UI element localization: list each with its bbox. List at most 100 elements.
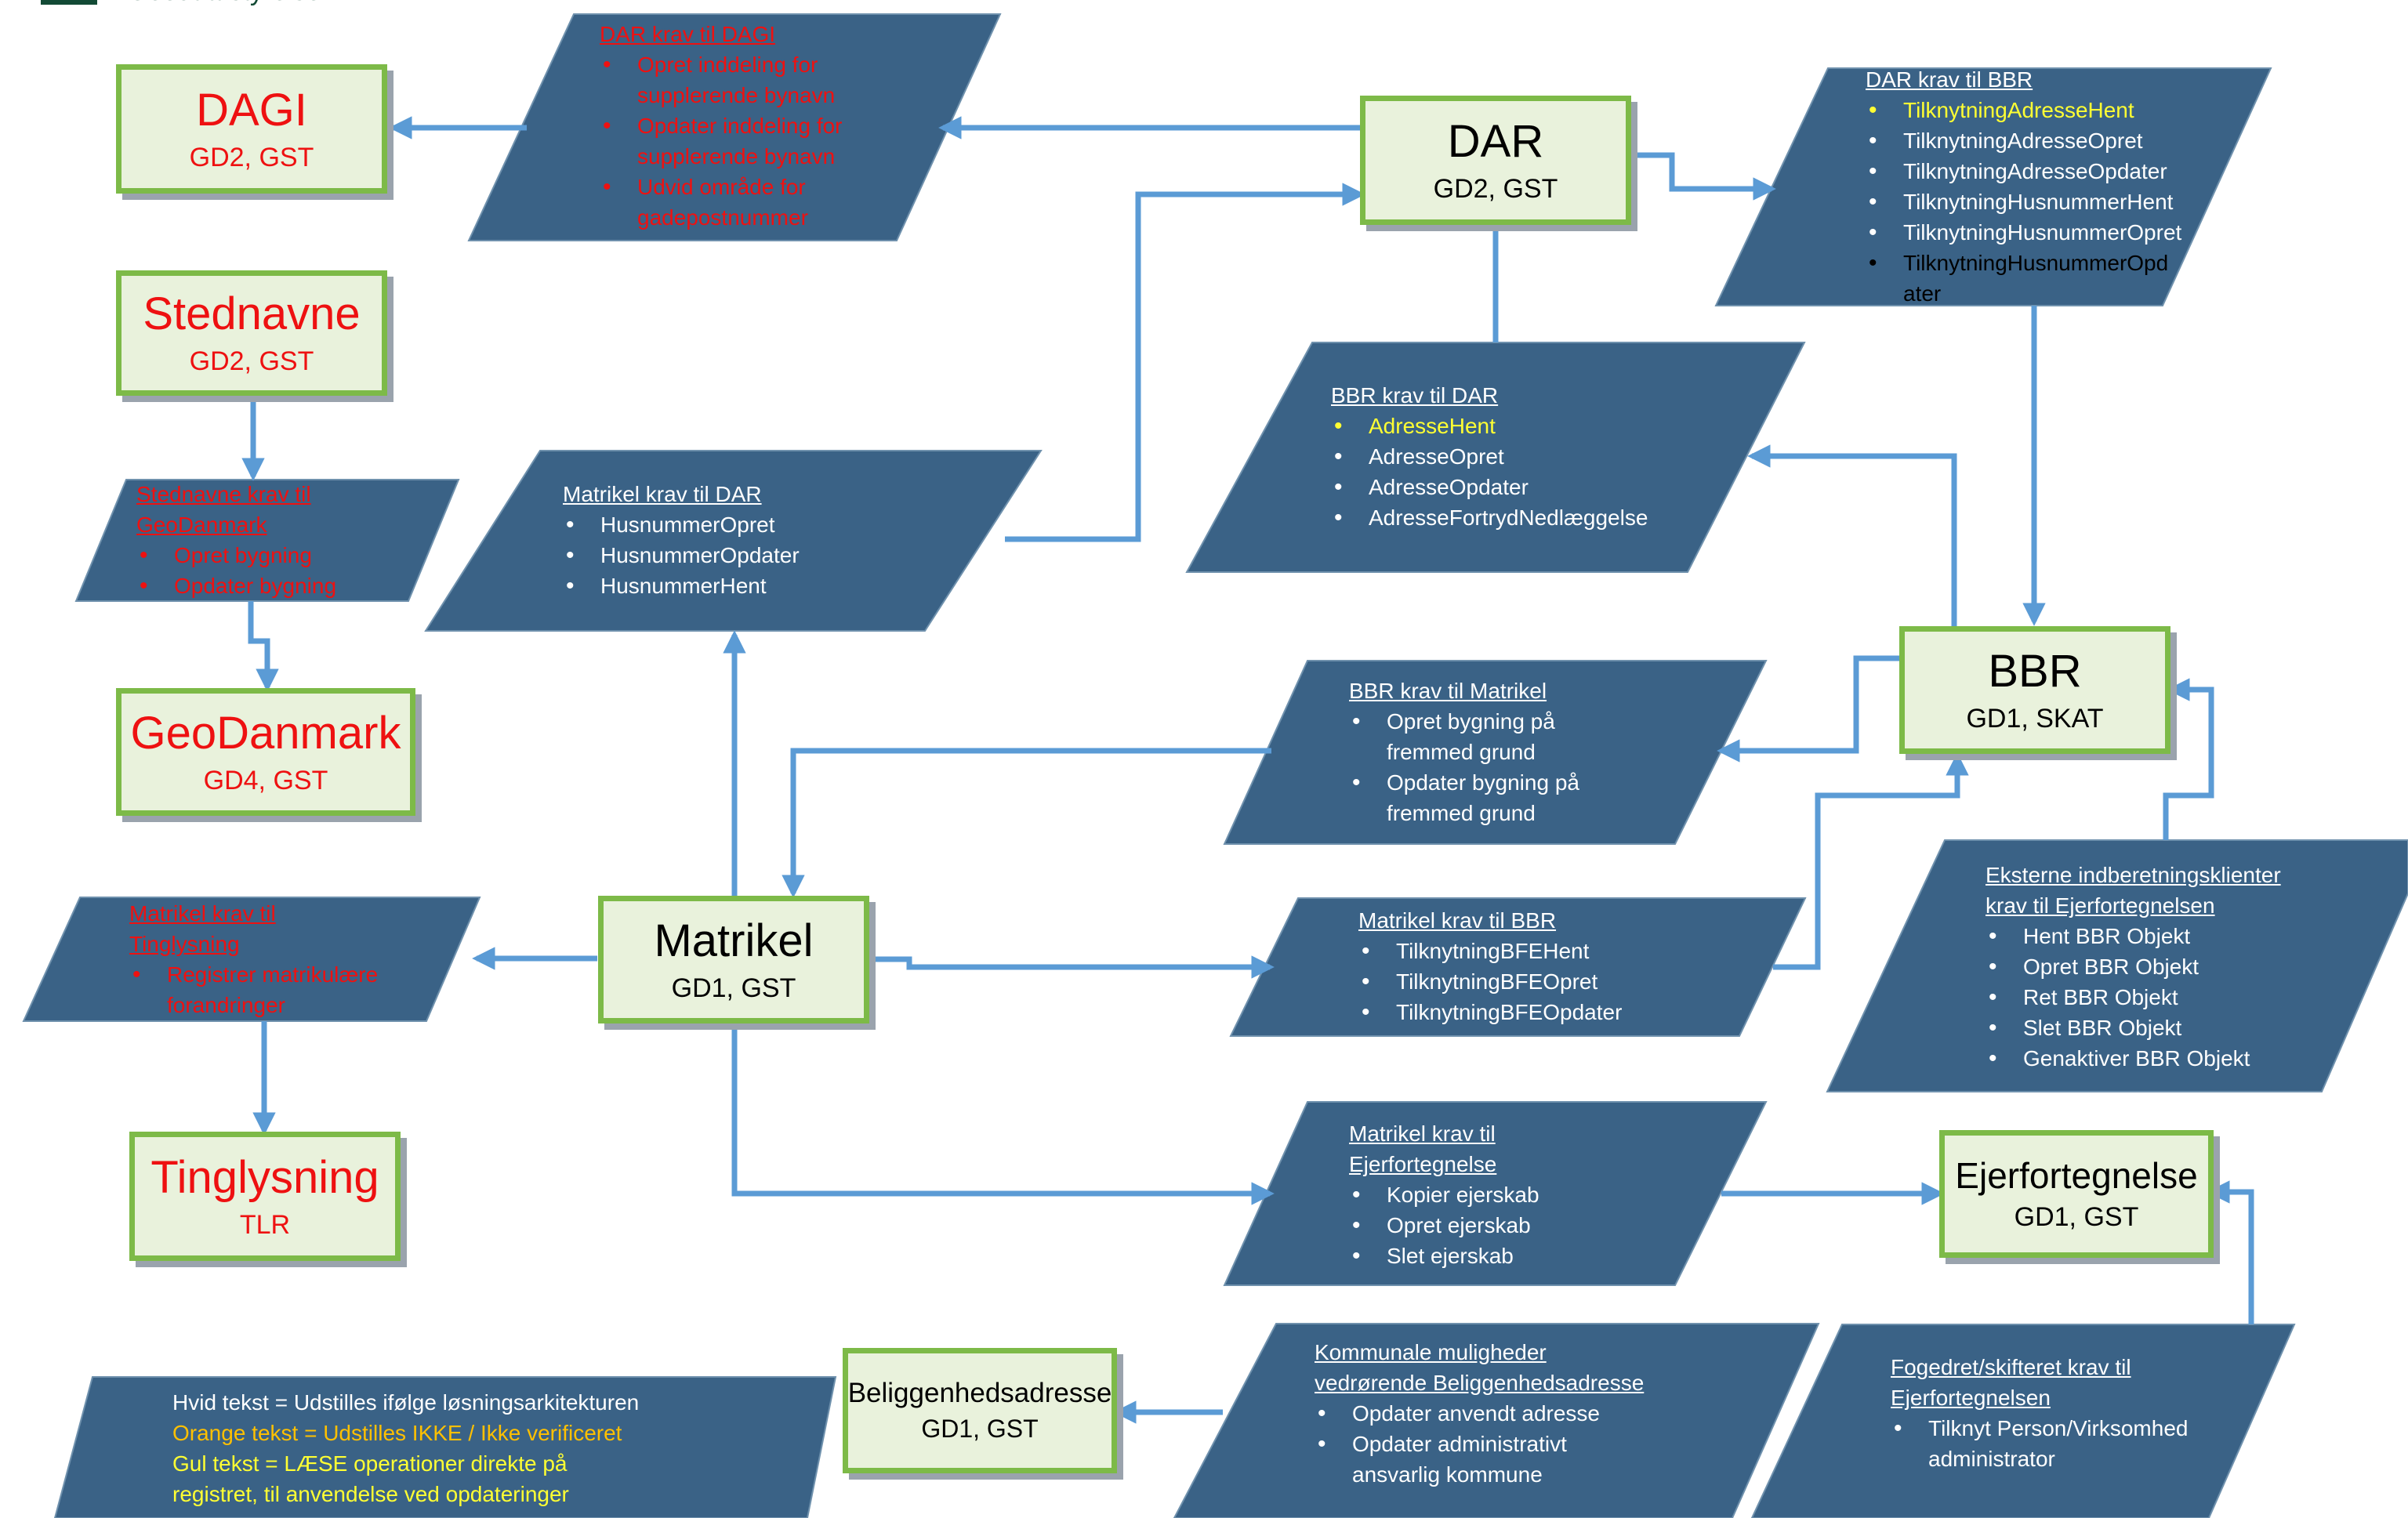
- req-eksterne: Eksterne indberetningsklienter krav til …: [1986, 860, 2330, 1074]
- arrow-matrikel-bbr-to-bbr: [1773, 752, 1969, 970]
- req-item: Registrer matrikulære forandringer: [129, 959, 402, 1020]
- geodatastyrelsen-logo: Geodatastyrelsen: [41, 0, 393, 8]
- req-matrikel-dar: Matrikel krav til DAR HusnummerOpret Hus…: [563, 479, 892, 601]
- req-kommunale: Kommunale muligheder vedrørende Beliggen…: [1315, 1337, 1659, 1490]
- system-subtitle: GD1, SKAT: [1966, 703, 2104, 734]
- logo-mark-icon: [41, 0, 97, 5]
- system-title: Ejerfortegnelse: [1955, 1154, 2198, 1196]
- req-heading: Matrikel krav til DAR: [563, 482, 762, 506]
- req-matrikel-tinglysning: Matrikel krav til Tinglysning Registrer …: [129, 898, 427, 1020]
- req-heading: Fogedret/skifteret krav til Ejerfortegne…: [1891, 1355, 2131, 1410]
- req-item: Slet BBR Objekt: [1986, 1013, 2330, 1043]
- req-item: Tilknyt Person/Virksomhed administrator: [1891, 1413, 2226, 1474]
- system-subtitle: GD2, GST: [1433, 173, 1558, 204]
- req-item: AdresseOpret: [1331, 441, 1692, 472]
- system-subtitle: TLR: [239, 1209, 291, 1240]
- req-item: TilknytningBFEOpdater: [1358, 997, 1672, 1027]
- req-item: TilknytningAdresseOpdater: [1866, 156, 2214, 187]
- system-subtitle: GD2, GST: [189, 346, 314, 377]
- req-fogedret: Fogedret/skifteret krav til Ejerfortegne…: [1891, 1352, 2220, 1474]
- arrow-matrikel-to-ejerfortegnelse-req: [731, 1022, 1275, 1205]
- req-dar-dagi: DAR krav til DAGI Opret inddeling for su…: [600, 19, 870, 233]
- system-subtitle: GD1, GST: [921, 1414, 1039, 1443]
- req-item: HusnummerOpdater: [563, 540, 892, 571]
- system-title: Stednavne: [143, 288, 361, 340]
- req-item: Opdater administrativt ansvarlig kommune: [1315, 1429, 1619, 1490]
- arrow-matrikel-dar-to-dar: [1005, 183, 1365, 542]
- req-heading: DAR krav til DAGI: [600, 22, 776, 46]
- system-geodanmark[interactable]: GeoDanmark GD4, GST: [116, 688, 415, 816]
- req-item: HusnummerHent: [563, 571, 892, 601]
- system-dagi[interactable]: DAGI GD2, GST: [116, 64, 387, 194]
- req-item: TilknytningBFEHent: [1358, 936, 1672, 966]
- req-stednavne-geodanmark: Stednavne krav til GeoDanmark Opret bygn…: [136, 479, 379, 601]
- system-title: GeoDanmark: [130, 707, 401, 759]
- system-subtitle: GD4, GST: [203, 765, 328, 795]
- req-matrikel-ejerfortegnelse: Matrikel krav til Ejerfortegnelse Kopier…: [1349, 1118, 1600, 1271]
- req-item: TilknytningBFEOpret: [1358, 966, 1672, 997]
- req-dar-bbr: DAR krav til BBR TilknytningAdresseHent …: [1866, 64, 2214, 309]
- system-title: DAR: [1447, 115, 1544, 167]
- legend-orange-text: Orange tekst = Udstilles IKKE / Ikke ver…: [172, 1421, 622, 1445]
- arrow-dar-to-dar-bbr: [1629, 152, 1776, 201]
- req-item: AdresseHent: [1331, 411, 1692, 441]
- req-matrikel-bbr: Matrikel krav til BBR TilknytningBFEHent…: [1358, 905, 1672, 1027]
- system-matrikel[interactable]: Matrikel GD1, GST: [598, 896, 869, 1023]
- req-item: TilknytningHusnummerOpret: [1866, 217, 2214, 248]
- req-heading: Matrikel krav til Ejerfortegnelse: [1349, 1121, 1497, 1176]
- system-title: Tinglysning: [150, 1151, 379, 1203]
- req-item: Opret bygning på fremmed grund: [1349, 706, 1583, 767]
- req-heading: Matrikel krav til Tinglysning: [129, 901, 276, 956]
- system-title: DAGI: [196, 84, 307, 136]
- req-item: Opdater bygning: [136, 571, 379, 601]
- req-item: TilknytningAdresseHent: [1866, 95, 2214, 125]
- req-item: Kopier ejerskab: [1349, 1179, 1600, 1210]
- system-dar[interactable]: DAR GD2, GST: [1360, 96, 1631, 225]
- req-heading: BBR krav til DAR: [1331, 383, 1499, 408]
- req-item: TilknytningAdresseOpret: [1866, 125, 2214, 156]
- req-item: Ret BBR Objekt: [1986, 982, 2330, 1013]
- req-item: AdresseFortrydNedlæggelse: [1331, 502, 1692, 533]
- req-item: Opret BBR Objekt: [1986, 951, 2330, 982]
- req-item: Opret inddeling for supplerende bynavn: [600, 49, 870, 110]
- req-item: TilknytningHusnummerHent: [1866, 187, 2214, 217]
- req-item: Udvid område for gadepostnummer: [600, 172, 870, 233]
- req-item: Slet ejerskab: [1349, 1241, 1600, 1271]
- system-stednavne[interactable]: Stednavne GD2, GST: [116, 270, 387, 396]
- legend: Hvid tekst = Udstilles ifølge løsningsar…: [172, 1387, 768, 1509]
- legend-white-text: Hvid tekst = Udstilles ifølge løsningsar…: [172, 1390, 640, 1415]
- req-item: Opret bygning: [136, 540, 379, 571]
- arrow-bbr-to-bbr-matrikel: [1717, 655, 1902, 763]
- legend-yellow-text: Gul tekst = LÆSE operationer direkte på …: [172, 1451, 569, 1506]
- req-heading: DAR krav til BBR: [1866, 67, 2033, 92]
- system-title: Matrikel: [654, 915, 814, 966]
- shape-legend: [53, 1376, 837, 1518]
- req-bbr-dar: BBR krav til DAR AdresseHent AdresseOpre…: [1331, 380, 1692, 533]
- system-subtitle: GD1, GST: [671, 973, 796, 1003]
- req-item: Opdater inddeling for supplerende bynavn: [600, 110, 870, 172]
- req-item: Hent BBR Objekt: [1986, 921, 2330, 951]
- req-item: AdresseOpdater: [1331, 472, 1692, 502]
- req-item: Opret ejerskab: [1349, 1210, 1600, 1241]
- arrow-bbr-matrikel-to-matrikel: [782, 748, 1271, 898]
- req-item: HusnummerOpret: [563, 509, 892, 540]
- req-heading: BBR krav til Matrikel: [1349, 679, 1547, 703]
- arrow-eksterne-to-bbr: [2163, 678, 2214, 840]
- req-heading: Matrikel krav til BBR: [1358, 908, 1557, 933]
- req-bbr-matrikel: BBR krav til Matrikel Opret bygning på f…: [1349, 676, 1616, 828]
- arrow-req-to-geodanmark: [248, 601, 279, 692]
- system-subtitle: GD2, GST: [189, 142, 314, 172]
- req-heading: Kommunale muligheder vedrørende Beliggen…: [1315, 1340, 1645, 1395]
- system-ejerfortegnelse[interactable]: Ejerfortegnelse GD1, GST: [1939, 1130, 2214, 1258]
- req-heading: Stednavne krav til GeoDanmark: [136, 482, 311, 537]
- system-bbr[interactable]: BBR GD1, SKAT: [1899, 626, 2170, 754]
- req-heading: Eksterne indberetningsklienter krav til …: [1986, 863, 2281, 918]
- system-beliggenhedsadresse[interactable]: Beliggenhedsadresse GD1, GST: [843, 1348, 1117, 1473]
- arrow-bbr-to-bbr-dar: [1747, 444, 1957, 629]
- req-item: Genaktiver BBR Objekt: [1986, 1043, 2330, 1074]
- arrow-matrikel-to-matrikel-bbr: [869, 955, 1275, 979]
- system-tinglysning[interactable]: Tinglysning TLR: [129, 1132, 401, 1261]
- system-subtitle: GD1, GST: [2014, 1202, 2139, 1233]
- req-item: Opdater bygning på fremmed grund: [1349, 767, 1614, 828]
- req-item: Opdater anvendt adresse: [1315, 1398, 1659, 1429]
